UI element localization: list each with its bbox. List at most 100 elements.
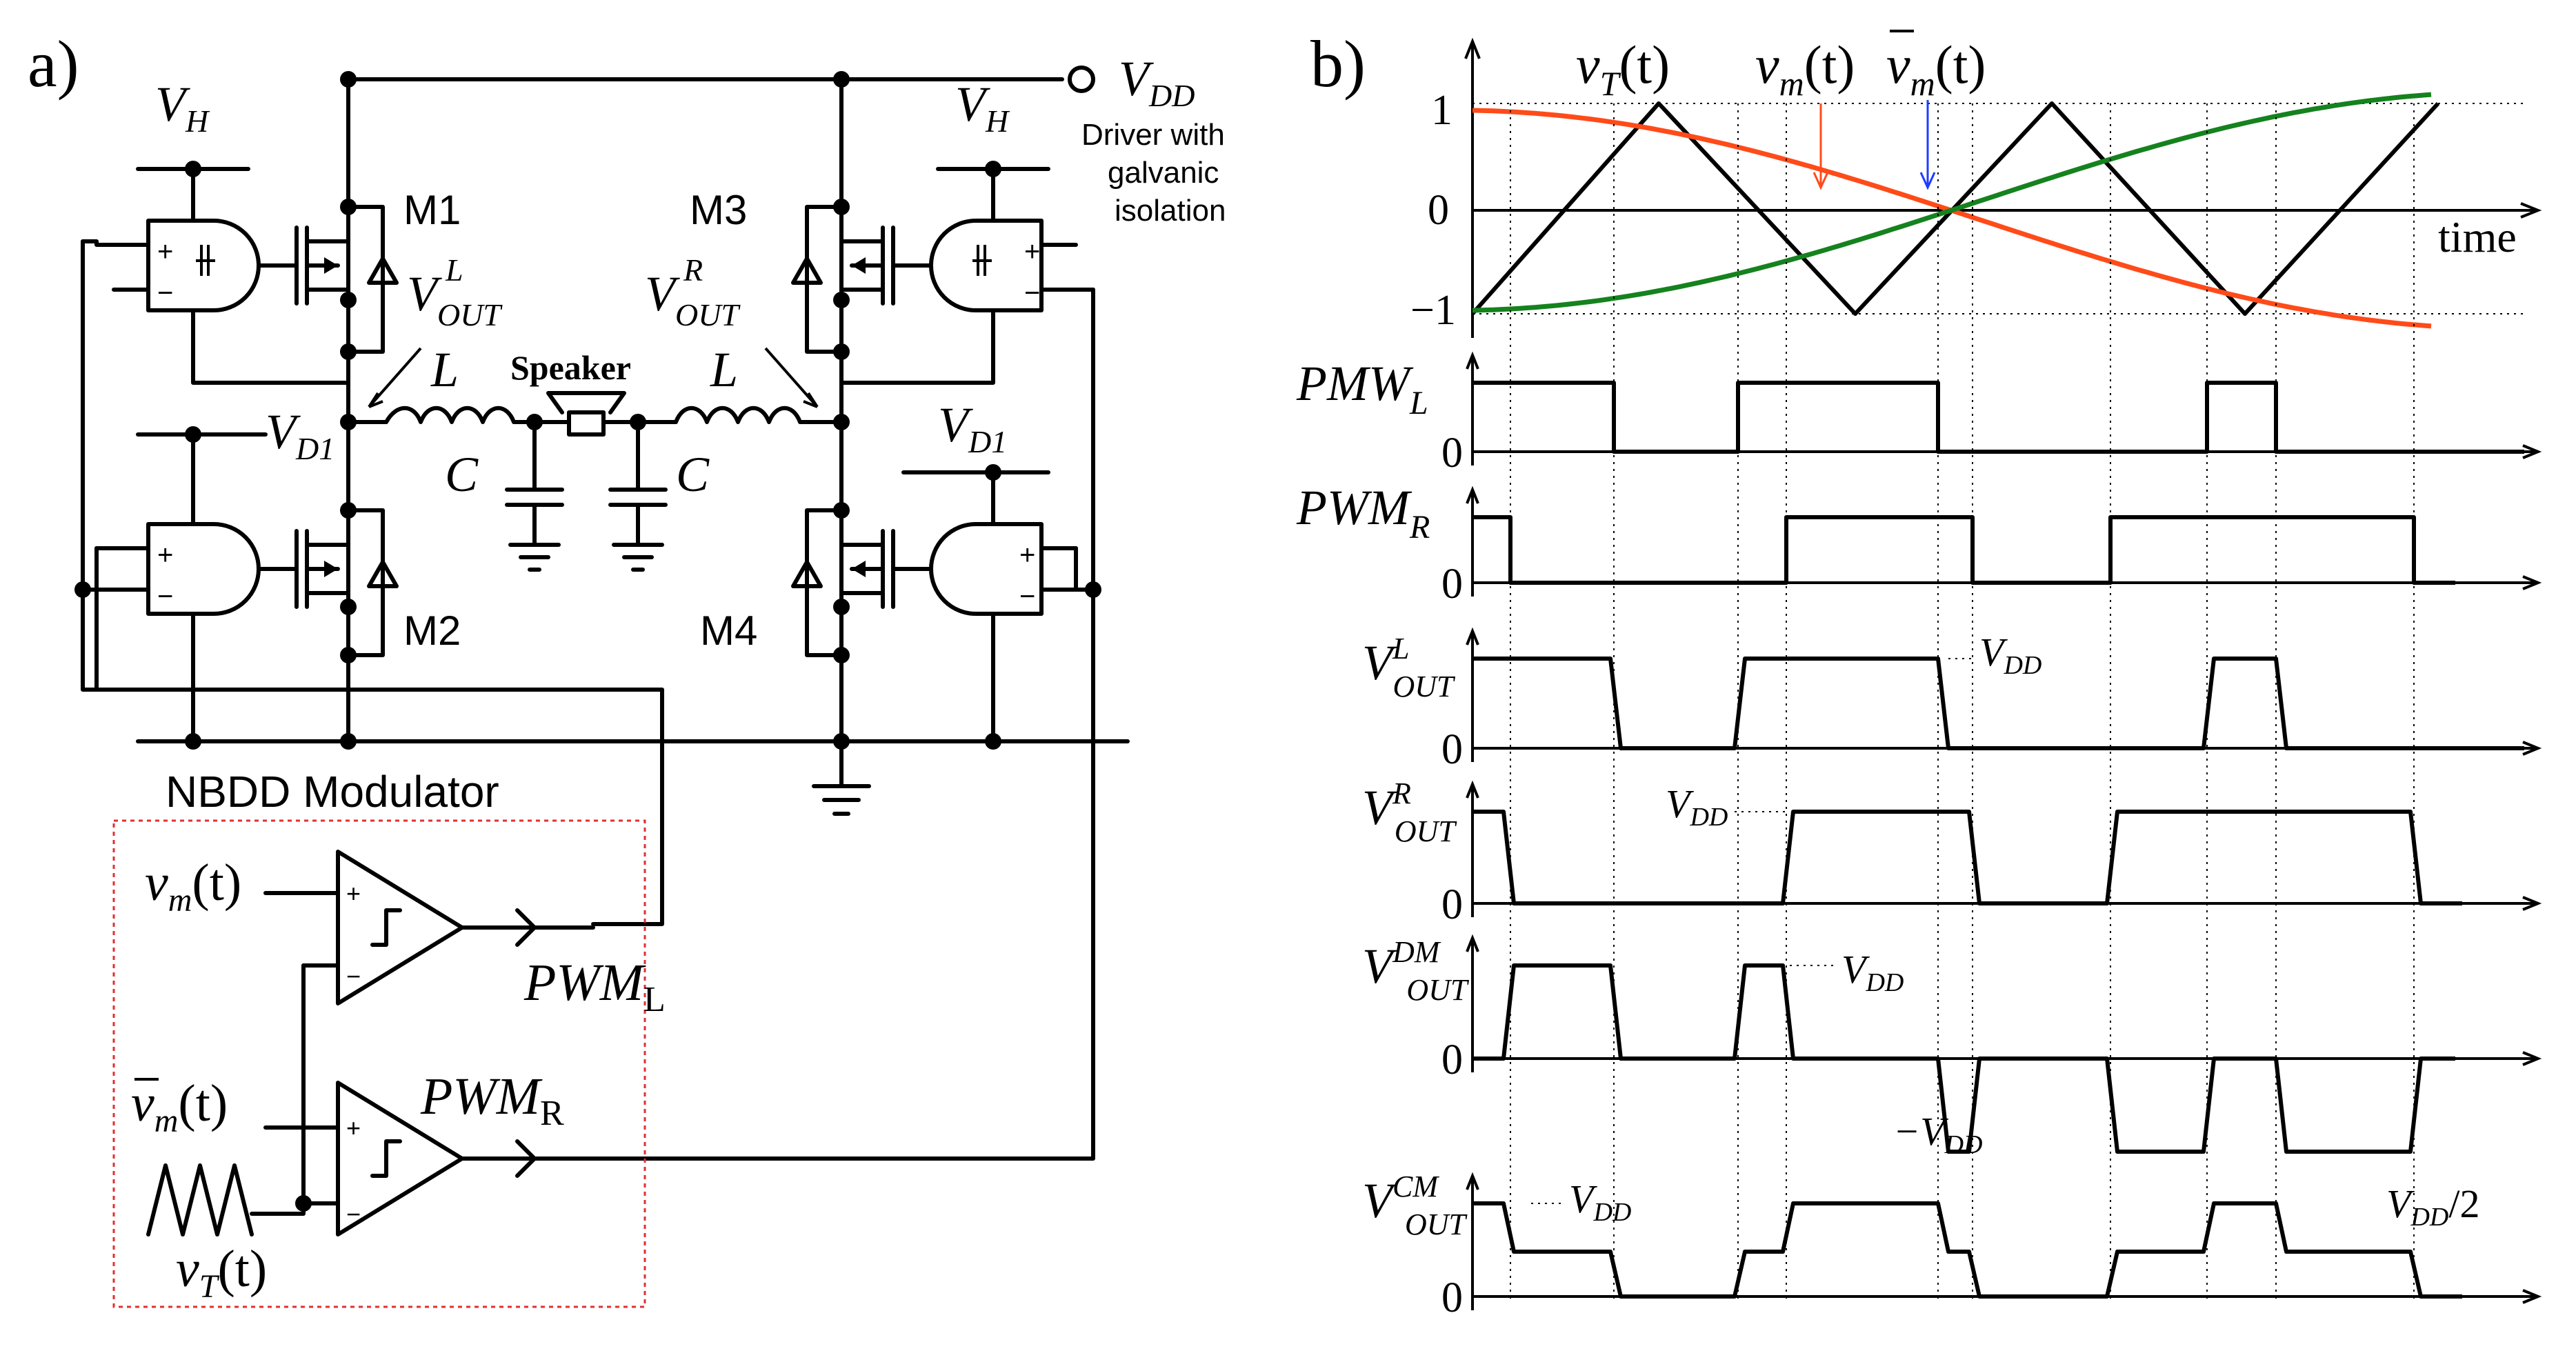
svg-text:+: + (157, 540, 173, 570)
vmbar-input-label: vm(t) (131, 1074, 228, 1139)
vm-input-label: vm(t) (145, 854, 241, 919)
label-m2: M2 (403, 608, 461, 654)
triangle-source-icon (146, 1163, 254, 1236)
row-axis (1466, 934, 2542, 1072)
inductor-right-label: L (710, 342, 738, 397)
top-tick-1: 1 (1431, 87, 1452, 134)
pwm-r-wire (591, 288, 1095, 1161)
vt-wire (250, 963, 306, 1216)
row-trace (1472, 515, 2455, 585)
vt-label: vT(t) (1576, 34, 1670, 103)
vt-input-label: vT(t) (176, 1240, 267, 1305)
row-axis (1466, 780, 2542, 917)
row-label: PWMR (1296, 480, 1430, 545)
pwm-r-wire-branch (1074, 546, 1095, 592)
vdd-voutl-label: VDD (1979, 630, 2041, 680)
modulator-title: NBDD Modulator (166, 767, 499, 817)
capacitor-left (505, 420, 564, 572)
row-label: PMWL (1296, 356, 1428, 421)
row-trace (1472, 1201, 2462, 1299)
row-zero-tick: 0 (1441, 881, 1463, 928)
label-m3: M3 (690, 187, 747, 233)
row-axis (1466, 351, 2542, 465)
pwm-l-label: PWML (523, 954, 666, 1019)
comparator-l: + − (263, 850, 595, 1005)
timing-guides (1510, 103, 2415, 1303)
panel-b-label: b) (1310, 27, 1366, 101)
panel-a-circuit: a) VDD Driver with galvanic isolation M1 (28, 27, 1226, 1308)
svg-text:+: + (346, 879, 361, 908)
row-trace (1472, 381, 2524, 454)
vh-left-label: VH (155, 77, 210, 139)
speaker-icon (532, 391, 640, 437)
label-m4: M4 (700, 608, 757, 654)
capacitor-right (608, 420, 668, 572)
vdd-dm-neg-label: −VDD (1893, 1109, 1982, 1159)
row-zero-tick: 0 (1441, 561, 1463, 608)
vdd-voutr-label: VDD (1666, 781, 1728, 832)
row-zero-tick: 0 (1441, 726, 1463, 773)
row-zero-tick: 0 (1441, 1036, 1463, 1083)
vm-arrow (1813, 103, 1829, 190)
row-zero-tick: 0 (1441, 430, 1463, 477)
speaker-label: Speaker (510, 348, 631, 387)
ground-symbol-main (812, 739, 871, 816)
timing-row-1: 0 PMWL (1296, 351, 2542, 477)
svg-text:−: − (1024, 278, 1040, 308)
vout-r-label: VOUTR (645, 252, 741, 332)
vmbar-label: vm(t) (1886, 34, 1986, 103)
driver-low-left: + − (81, 432, 299, 743)
panel-a-label: a) (28, 27, 79, 101)
vmbar-curve (1472, 92, 2432, 313)
cap-right-label: C (676, 447, 710, 502)
mosfet-m3 (791, 205, 895, 354)
svg-text:−: − (157, 278, 173, 308)
svg-text:−: − (157, 581, 173, 612)
inductor-left (346, 405, 554, 424)
top-tick-0: 0 (1428, 187, 1449, 234)
row-axis (1466, 485, 2542, 597)
svg-text:−: − (346, 1200, 361, 1228)
vout-l-arrow (368, 347, 422, 408)
label-m1: M1 (403, 187, 461, 233)
row-trace (1472, 810, 2462, 905)
time-label: time (2438, 212, 2517, 261)
vdd-dm-pos-label: VDD (1841, 947, 1904, 997)
vout-r-arrow (764, 347, 819, 408)
driver-high-right: + − (839, 167, 1095, 385)
top-tick-minus1: −1 (1410, 287, 1456, 334)
row-trace (1472, 963, 2455, 1154)
svg-text:+: + (1019, 540, 1035, 570)
vout-l-label: VOUTL (407, 252, 503, 332)
driver-low-right: + − (891, 470, 1095, 743)
svg-text:+: + (1024, 237, 1040, 267)
svg-text:+: + (157, 237, 173, 267)
vdd-half-label: VDD/2 (2386, 1181, 2479, 1232)
svg-text:−: − (346, 962, 361, 990)
pwm-l-wire (81, 239, 664, 926)
row-axis (1466, 627, 2542, 762)
driver-note-3: isolation (1115, 194, 1226, 228)
vh-right-label: VH (955, 77, 1010, 139)
vdd-cm-label: VDD (1569, 1176, 1631, 1227)
vd1-right-label: VD1 (938, 397, 1007, 459)
modulator-box (112, 819, 646, 1308)
inductor-left-label: L (430, 342, 459, 397)
row-trace (1472, 657, 2524, 750)
vd1-left-label: VD1 (266, 404, 335, 466)
driver-note-2: galvanic (1108, 156, 1219, 190)
svg-text:+: + (346, 1114, 361, 1142)
vmbar-arrow (1919, 100, 1936, 190)
vm-label: vm(t) (1755, 34, 1855, 103)
vdd-label: VDD (1119, 51, 1195, 113)
